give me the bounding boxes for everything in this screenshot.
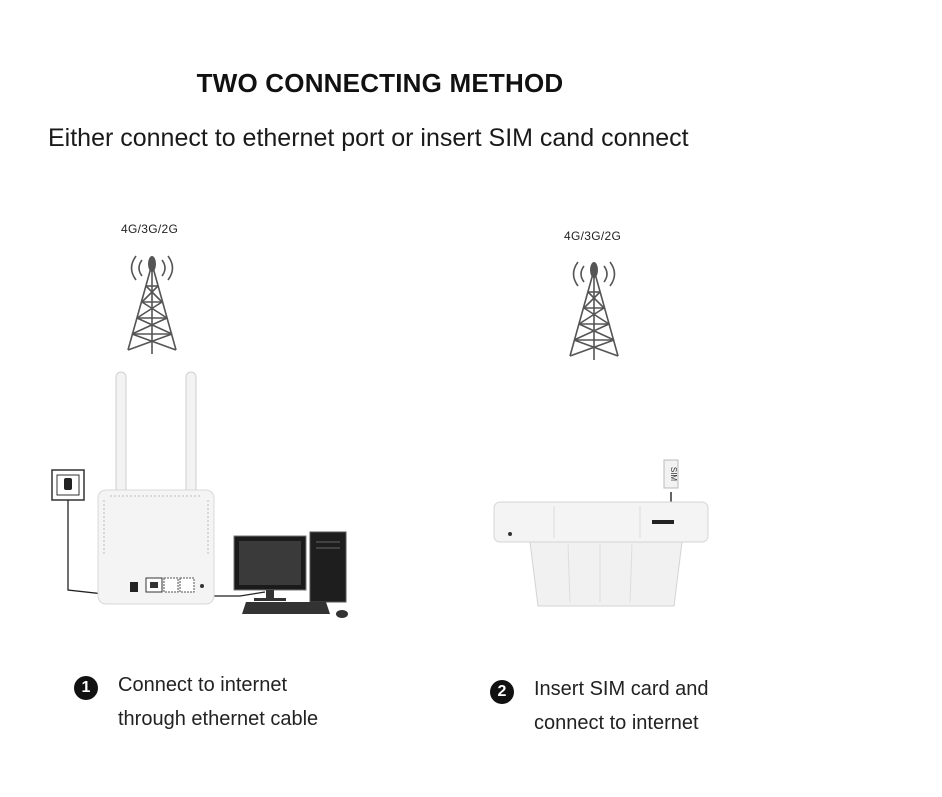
page-subtitle: Either connect to ethernet port or inser… [48,124,689,152]
cell-tower-icon [127,255,177,354]
step-1-line-2: through ethernet cable [118,708,319,730]
tower-label-method2: 4G/3G/2G [564,229,622,243]
svg-text:SIM: SIM [669,467,678,482]
step-number-badge: 2 [490,680,514,704]
step-number-badge: 1 [74,676,98,700]
ethernet-setup-illustration [51,371,348,618]
cell-tower-icon [569,261,619,360]
page-title: TWO CONNECTING METHOD [196,68,564,98]
step-2-line-2: connect to internet [534,712,699,734]
sim-insert-illustration: SIM [493,459,709,607]
step-2-line-1: Insert SIM card and [534,678,709,700]
tower-label-method1: 4G/3G/2G [121,222,179,236]
step-2: 2 Insert SIM card and connect to interne… [490,672,709,740]
wall-socket-icon [51,469,85,501]
sim-card-icon: SIM [663,459,679,489]
step-1-line-1: Connect to internet [118,674,287,696]
step-1: 1 Connect to internet through ethernet c… [74,668,318,736]
